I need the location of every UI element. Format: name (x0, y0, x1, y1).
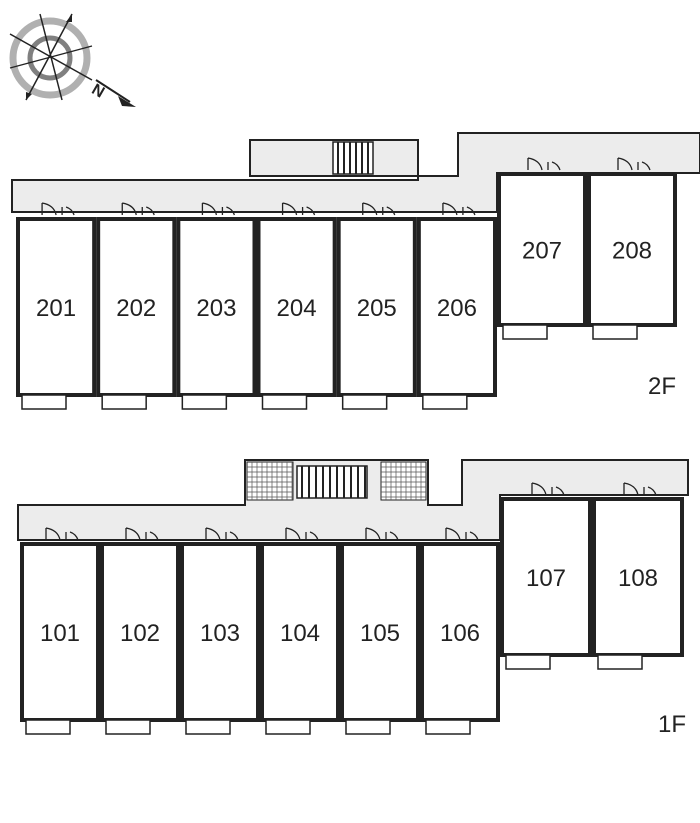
floor-label-2f: 2F (648, 373, 676, 400)
door-icon (623, 482, 657, 496)
unit-101[interactable]: 101 (20, 527, 100, 735)
storage-grid-right (380, 461, 427, 501)
unit-201[interactable]: 201 (16, 202, 97, 410)
unit-number: 106 (440, 620, 480, 647)
balcony (502, 324, 548, 340)
unit-106[interactable]: 106 (420, 527, 500, 735)
unit-number: 108 (618, 565, 658, 592)
compass-north-label: N (89, 81, 108, 102)
unit-103[interactable]: 103 (180, 527, 260, 735)
balcony (425, 719, 471, 735)
floor-label-1f: 1F (658, 711, 686, 738)
unit-number: 107 (526, 565, 566, 592)
door-icon (285, 527, 319, 541)
unit-number: 105 (360, 620, 400, 647)
unit-number: 208 (612, 238, 652, 265)
door-icon (41, 202, 75, 216)
unit-number: 102 (120, 620, 160, 647)
balcony (505, 654, 551, 670)
balcony (185, 719, 231, 735)
unit-number: 203 (196, 295, 236, 322)
door-icon (121, 202, 155, 216)
door-icon (201, 202, 236, 216)
unit-number: 103 (200, 620, 240, 647)
compass-icon: N (9, 13, 136, 107)
unit-number: 206 (437, 295, 477, 322)
unit-205[interactable]: 205 (336, 202, 417, 410)
unit-number: 207 (522, 238, 562, 265)
unit-number: 101 (40, 620, 80, 647)
door-icon (362, 202, 396, 216)
unit-number: 204 (277, 295, 317, 322)
door-icon (365, 527, 399, 541)
balcony (101, 394, 147, 410)
unit-number: 202 (116, 295, 156, 322)
door-icon (445, 527, 479, 541)
balcony (105, 719, 151, 735)
unit-102[interactable]: 102 (100, 527, 180, 735)
balcony (592, 324, 638, 340)
balcony (261, 394, 308, 410)
unit-105[interactable]: 105 (340, 527, 420, 735)
door-icon (617, 157, 651, 171)
unit-202[interactable]: 202 (96, 202, 177, 410)
floor-2f-corridor (11, 132, 700, 213)
door-icon (125, 527, 159, 541)
unit-108[interactable]: 108 (592, 482, 684, 670)
balcony (597, 654, 643, 670)
door-icon (45, 527, 79, 541)
unit-203[interactable]: 203 (176, 202, 257, 410)
door-icon (442, 202, 476, 216)
unit-number: 104 (280, 620, 320, 647)
unit-number: 201 (36, 295, 76, 322)
door-icon (527, 157, 561, 171)
stairs-2f (332, 141, 374, 175)
unit-206[interactable]: 206 (416, 202, 498, 410)
door-icon (281, 202, 316, 216)
door-icon (531, 482, 565, 496)
unit-104[interactable]: 104 (260, 527, 340, 735)
door-icon (205, 527, 239, 541)
stairs-1f (296, 465, 368, 499)
balcony (345, 719, 391, 735)
unit-number: 205 (357, 295, 397, 322)
storage-grid-left (246, 461, 294, 501)
balcony (25, 719, 71, 735)
balcony (181, 394, 228, 410)
balcony (422, 394, 468, 410)
balcony (341, 394, 388, 410)
balcony (21, 394, 67, 410)
unit-207[interactable]: 207 (497, 157, 587, 340)
unit-107[interactable]: 107 (500, 482, 592, 670)
unit-204[interactable]: 204 (256, 202, 337, 410)
unit-208[interactable]: 208 (587, 157, 677, 340)
balcony (265, 719, 311, 735)
